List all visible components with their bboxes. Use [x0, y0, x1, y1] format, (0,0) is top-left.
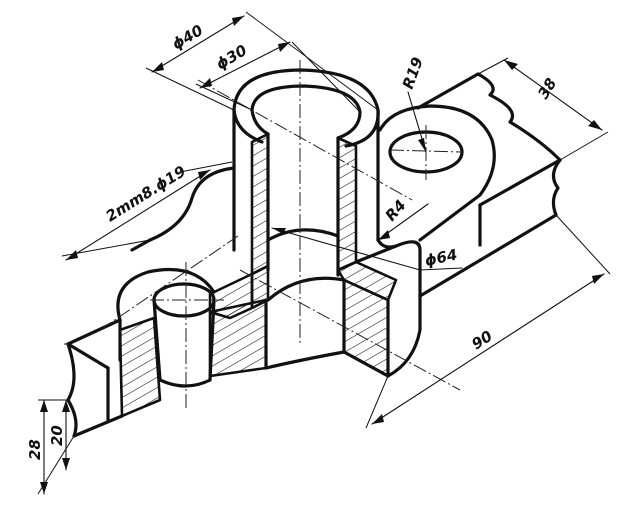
dim-label-dia-inner: ϕ30 — [213, 41, 250, 73]
dim-dia-inner-top: ϕ30 — [195, 41, 361, 113]
dim-heights: 28 20 — [26, 343, 75, 495]
dim-label-dia-outer: ϕ40 — [169, 21, 206, 53]
base-section-front-center — [208, 298, 268, 378]
tube-wall-section-left — [250, 132, 270, 276]
dim-label-length-main: 90 — [468, 327, 495, 353]
center-lines — [99, 60, 463, 408]
dim-fillet-radius: R4 — [377, 196, 429, 241]
left-arm — [116, 267, 216, 388]
base-bore-arc — [266, 276, 346, 302]
left-bar-end — [66, 318, 124, 438]
dim-label-height-total: 28 — [26, 439, 44, 460]
dim-label-dia-base: ϕ64 — [423, 245, 459, 269]
left-arm-section — [118, 316, 162, 418]
dim-length-main: 90 — [365, 214, 611, 429]
right-arm-body — [416, 72, 562, 298]
dim-label-radius-boss: R19 — [399, 55, 427, 92]
dim-label-slot-callout: 2mm8.ϕ19 — [103, 162, 189, 225]
dim-label-height-base: 20 — [48, 425, 66, 446]
tube-wall-section-right — [336, 136, 358, 272]
